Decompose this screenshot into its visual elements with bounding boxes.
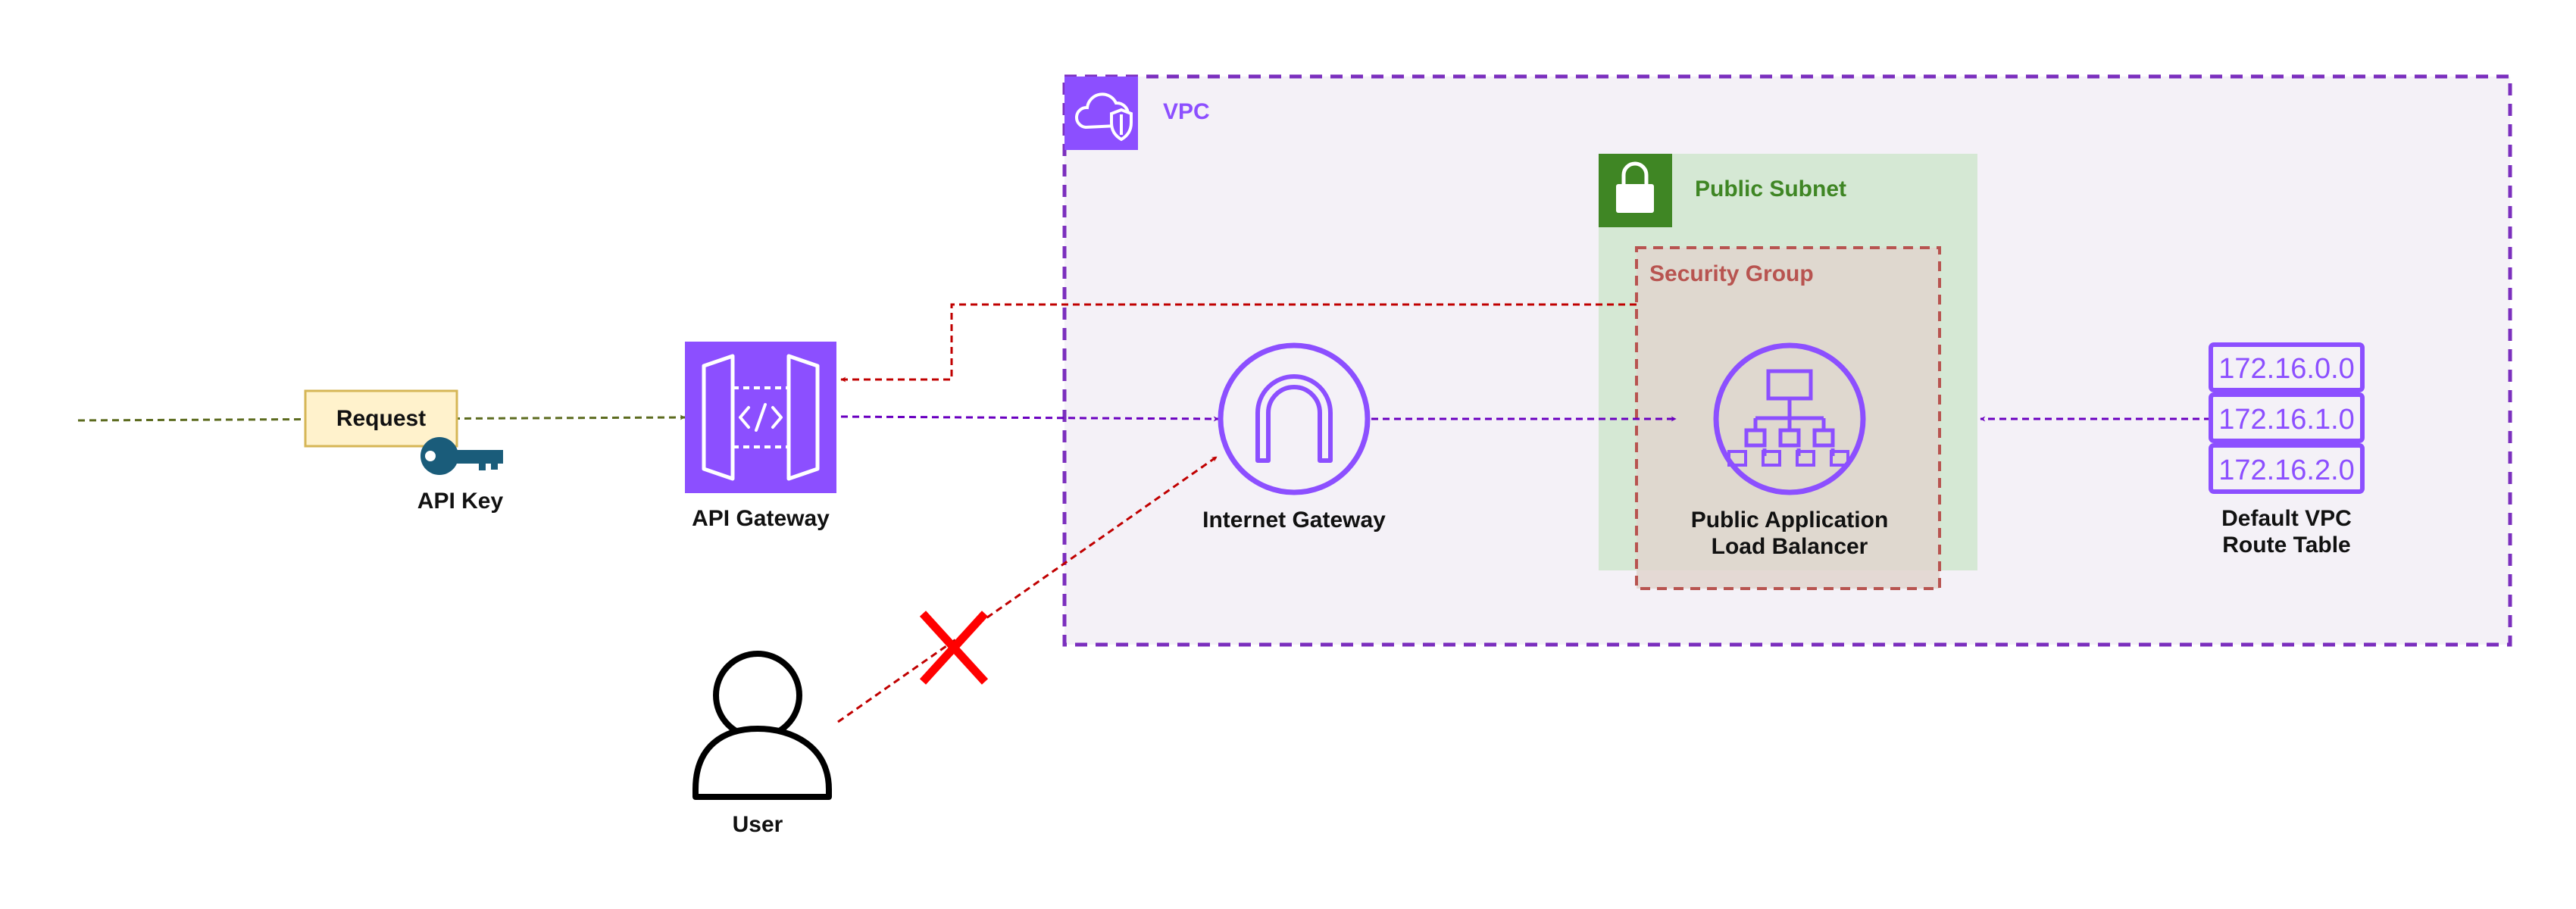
user-icon: [692, 651, 832, 800]
internet-gateway-icon: [1218, 342, 1371, 495]
route-table-label: Default VPC Route Table: [2173, 505, 2400, 558]
lock-icon: [1599, 154, 1672, 227]
route-table-icon: 172.16.0.0 172.16.1.0 172.16.2.0: [2209, 342, 2365, 494]
key-icon: [420, 437, 503, 475]
request-box: [304, 389, 458, 448]
cross-icon: [919, 611, 989, 685]
route-entry: 172.16.1.0: [2218, 404, 2355, 436]
api-gateway-label: API Gateway: [692, 506, 830, 531]
route-entry: 172.16.2.0: [2218, 454, 2355, 486]
vpc-cloud-icon: [1064, 77, 1138, 150]
api-gateway-icon: [685, 342, 836, 493]
user-to-igw-line: [837, 455, 1218, 723]
load-balancer-label-line1: Public Application: [1690, 508, 1889, 533]
load-balancer-icon: [1713, 342, 1866, 495]
api-key-label: API Key: [417, 489, 504, 514]
load-balancer-label: Public Application Load Balancer: [1667, 507, 1912, 560]
apigw-to-igw-line: [840, 415, 1219, 422]
public-subnet-label: Public Subnet: [1695, 176, 1847, 201]
vpc-label: VPC: [1163, 99, 1210, 124]
user-label: User: [732, 812, 783, 837]
route-table-label-line2: Route Table: [2222, 533, 2351, 558]
route-table-label-line1: Default VPC: [2221, 506, 2352, 531]
load-balancer-label-line2: Load Balancer: [1711, 534, 1868, 559]
security-group-label: Security Group: [1649, 261, 1814, 286]
request-flow-line: [77, 414, 686, 422]
route-entry: 172.16.0.0: [2218, 353, 2355, 385]
request-label: Request: [336, 406, 427, 431]
sg-to-apigw-line: [840, 303, 1637, 383]
connectors: [77, 303, 2211, 723]
internet-gateway-label: Internet Gateway: [1202, 508, 1386, 533]
